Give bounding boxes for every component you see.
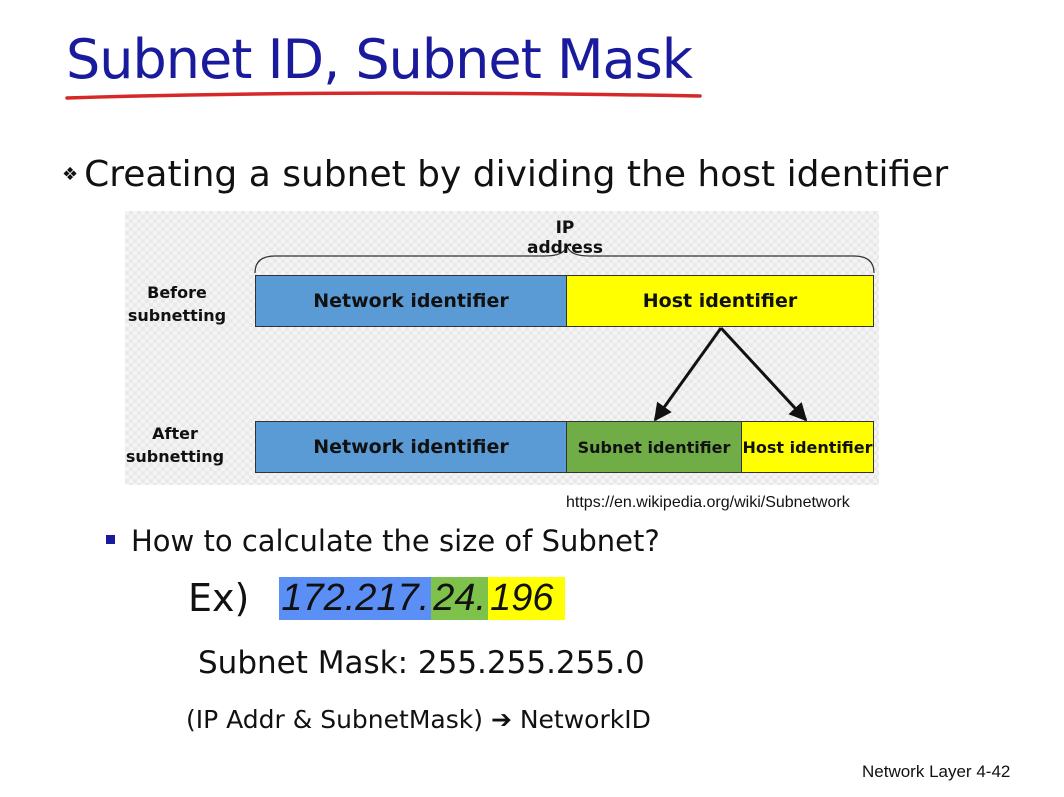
page-title: Subnet ID, Subnet Mask (66, 28, 693, 91)
formula-left: (IP Addr & SubnetMask) (186, 705, 483, 734)
after-network-identifier: Network identifier (255, 421, 567, 473)
footer-section: Network Layer (862, 762, 972, 781)
ip-address-label: IP address (527, 218, 603, 258)
bullet-sub-text: How to calculate the size of Subnet? (131, 524, 660, 558)
after-subnetting-label: After subnetting (125, 424, 225, 466)
ip-subnet-part: 24. (431, 576, 489, 620)
formula-line: (IP Addr & SubnetMask) ➔ NetworkID (186, 705, 651, 734)
ip-host-part: 196 (488, 576, 566, 620)
example-prefix: Ex) (188, 576, 250, 620)
before-network-identifier: Network identifier (255, 275, 567, 327)
source-url: https://en.wikipedia.org/wiki/Subnetwork (566, 494, 850, 511)
before-host-identifier: Host identifier (566, 275, 874, 327)
title-underline (65, 91, 702, 100)
right-arrow-icon: ➔ (490, 705, 512, 734)
ip-network-part: 172.217. (279, 576, 432, 620)
after-host-identifier: Host identifier (741, 421, 874, 473)
arrow-to-host (719, 326, 808, 422)
diamond-bullet-icon: ❖ (62, 164, 79, 185)
footer-page: 4-42 (976, 762, 1011, 781)
subnet-mask-line: Subnet Mask: 255.255.255.0 (198, 645, 645, 681)
formula-right: NetworkID (519, 705, 651, 734)
ip-example: Ex) 172.217.24.196 (188, 575, 566, 621)
subnetting-diagram: IP address Before subnetting Network ide… (125, 211, 879, 485)
arrow-to-subnet (653, 327, 723, 422)
ip-address-brace (254, 244, 875, 274)
bullet-main-text: Creating a subnet by dividing the host i… (84, 154, 949, 195)
square-bullet-icon (106, 535, 115, 544)
diagram-lines (254, 244, 875, 422)
slide-footer: Network Layer 4-42 (862, 762, 1010, 782)
before-subnetting-label: Before subnetting (127, 283, 227, 325)
bullet-sub: How to calculate the size of Subnet? (106, 524, 660, 558)
bullet-main: ❖Creating a subnet by dividing the host … (62, 154, 948, 195)
after-subnet-identifier: Subnet identifier (566, 421, 742, 473)
